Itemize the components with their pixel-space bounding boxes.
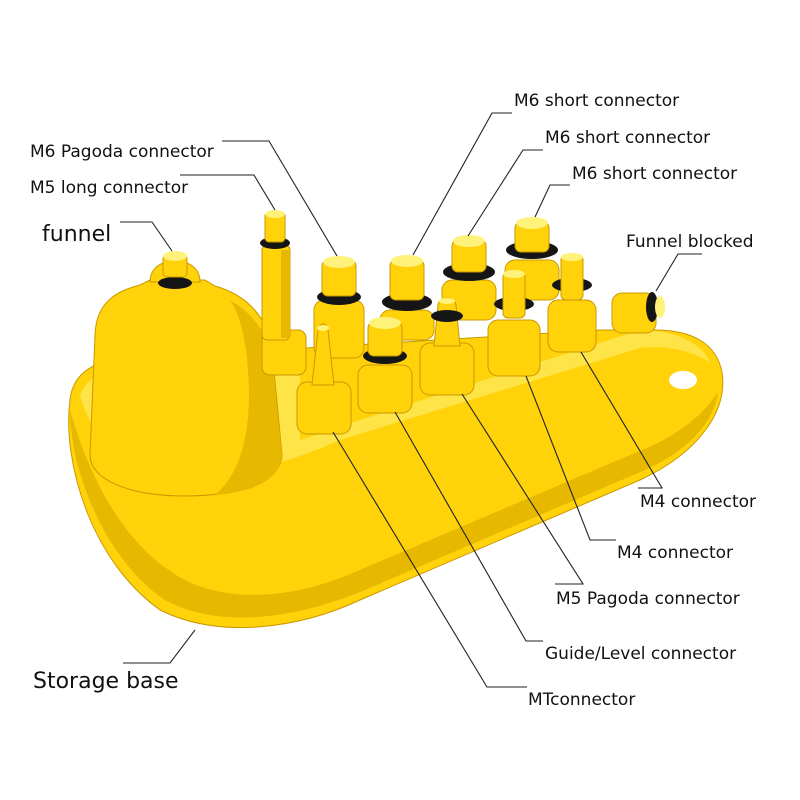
leader-m4-2 [525, 375, 616, 541]
m5-pagoda-cone [433, 297, 461, 347]
m6-short-1-top [391, 255, 423, 267]
m4-mid-base [487, 319, 541, 377]
label-mt-connector: MTconnector [528, 690, 636, 710]
m6-short-3-top [516, 217, 548, 229]
m5-pagoda-connector [419, 297, 475, 396]
label-m6-short-connector-1: M6 short connector [514, 91, 680, 111]
hang-hole [669, 371, 697, 389]
leader-m4-1 [580, 351, 663, 489]
leader-m5-long [180, 174, 276, 211]
label-m5-pagoda-connector: M5 Pagoda connector [556, 589, 740, 609]
label-funnel: funnel [42, 222, 112, 247]
leader-storage-base [123, 629, 196, 664]
label-m5-long-connector: M5 long connector [30, 178, 189, 198]
m4-back-thread [560, 254, 584, 301]
base-front-face [70, 392, 718, 618]
leader-m6-short-3 [534, 184, 570, 218]
mt-connector [296, 323, 352, 435]
label-funnel-blocked: Funnel blocked [626, 232, 754, 252]
label-storage-base: Storage base [33, 669, 179, 694]
funnel-blocked-plug [611, 292, 665, 334]
plug-tip [655, 296, 665, 318]
leader-guide-level [394, 411, 543, 642]
leader-m6-short-2 [467, 149, 543, 237]
guide-base [357, 364, 413, 414]
funnel [89, 251, 283, 497]
funnel-ring [158, 277, 192, 289]
mt-cone-tip [317, 325, 329, 331]
leader-m5-pagoda [461, 393, 585, 585]
guide-top [369, 317, 401, 329]
m6-pagoda-top [323, 256, 355, 268]
m6-short-connector-2 [441, 235, 497, 321]
label-m6-short-connector-2: M6 short connector [545, 128, 711, 148]
leader-funnel-blocked [655, 253, 702, 292]
m4-back-top [561, 253, 583, 261]
label-m6-short-connector-3: M6 short connector [572, 164, 738, 184]
leader-funnel [120, 221, 173, 252]
label-m4-connector-2: M4 connector [617, 543, 734, 563]
m4-back-base [547, 299, 597, 353]
label-m6-pagoda-connector: M6 Pagoda connector [30, 142, 214, 162]
label-m4-connector-1: M4 connector [640, 492, 757, 512]
leader-m6-pagoda [222, 140, 338, 257]
m5-long-connector [260, 210, 307, 376]
leader-mt [332, 431, 527, 688]
mt-base [296, 381, 352, 435]
m4-mid-top [503, 270, 525, 278]
label-guide-level-connector: Guide/Level connector [545, 644, 737, 664]
plug-ring [646, 292, 658, 322]
m5-long-shaft-shade [281, 250, 290, 338]
m6-short-2-top [453, 235, 485, 247]
m5-long-tip-top [265, 210, 285, 218]
m5-pagoda-ring [431, 310, 463, 322]
m4-connector-mid [487, 270, 541, 377]
m5-pagoda-top [439, 298, 455, 304]
m5-pagoda-base [419, 342, 475, 396]
leader-m6-short-1 [412, 112, 512, 256]
m4-connector-back [547, 253, 597, 353]
guide-level-connector [357, 317, 413, 414]
funnel-tip-top [163, 251, 187, 261]
m4-mid-thread [502, 271, 526, 319]
leader-lines [120, 112, 702, 688]
